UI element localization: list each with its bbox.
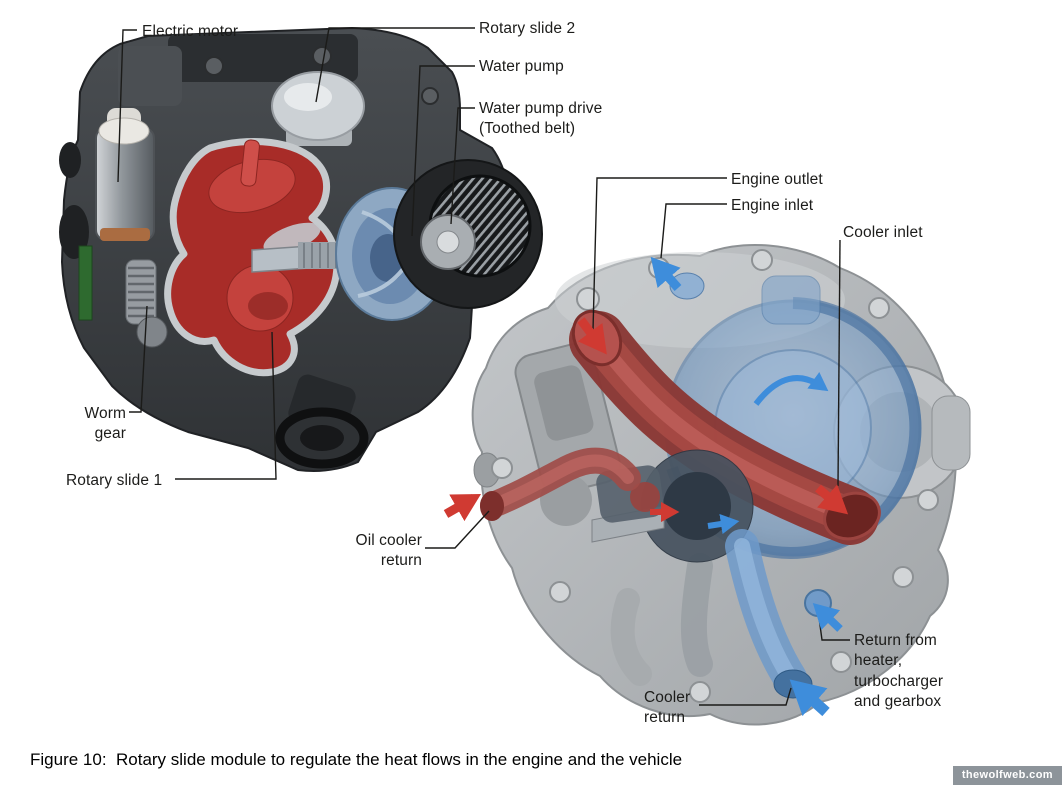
label-oil-cooler-return: Oil cooler return xyxy=(355,532,422,570)
label-rotary-slide-1: Rotary slide 1 xyxy=(66,472,163,489)
label-water-pump-drive: Water pump drive (Toothed belt) xyxy=(479,100,603,138)
leader-water-pump xyxy=(411,65,475,237)
leader-lines xyxy=(117,27,850,706)
leader-engine-inlet xyxy=(660,203,727,259)
drive-gear xyxy=(136,316,168,348)
hot-pipe-highlight xyxy=(591,333,857,523)
volute-top-stub xyxy=(761,275,821,325)
bolt-icon xyxy=(421,87,439,105)
leader-cooler-inlet xyxy=(837,239,841,487)
label-worm-gear: Worm gear xyxy=(84,405,126,443)
thermal-module-flow-view xyxy=(471,243,971,726)
cold-flow-arrow-internal xyxy=(707,513,740,535)
leader-cooler-return xyxy=(699,687,792,706)
leader-engine-outlet xyxy=(592,177,727,331)
label-engine-outlet: Engine outlet xyxy=(731,171,823,188)
flow-arrows xyxy=(443,256,849,717)
pump-stub xyxy=(931,395,971,471)
figure-caption: Figure 10: Rotary slide module to regula… xyxy=(30,750,683,769)
leader-oil-cooler-return xyxy=(425,510,490,549)
cold-flow-arrow-cooler-return xyxy=(789,679,830,717)
worm-gear-threads xyxy=(128,266,154,318)
leader-rotary-slide-1 xyxy=(175,331,277,480)
label-rotary-slide-2: Rotary slide 2 xyxy=(479,20,576,37)
hot-flow-arrow-engine-outlet xyxy=(577,317,607,355)
leader-rotary-slide-2 xyxy=(315,27,475,103)
circuit-board xyxy=(78,245,93,321)
motor-cap xyxy=(98,117,150,145)
label-cooler-return: Cooler return xyxy=(644,689,691,727)
watermark: thewolfweb.com xyxy=(952,766,1062,785)
gray-hose xyxy=(610,588,652,686)
label-return-heater: Return from heater, turbocharger and gea… xyxy=(854,632,944,711)
gray-hose xyxy=(680,553,713,677)
hot-flow-arrow-oil-cooler-return xyxy=(443,493,482,522)
bolt-icon xyxy=(312,46,332,66)
label-engine-inlet: Engine inlet xyxy=(731,197,814,214)
hot-flow-arrow-cooler-inlet xyxy=(815,484,849,515)
cold-flow-arrow-heater-return xyxy=(812,603,843,632)
label-electric-motor: Electric motor xyxy=(142,23,239,40)
leader-electric-motor xyxy=(117,29,137,183)
dome-highlight xyxy=(284,83,332,111)
bolt-icon xyxy=(204,56,224,76)
cold-flow-arrow-engine-inlet xyxy=(650,256,682,291)
housing-top-left-panel xyxy=(118,46,182,106)
hot-pin xyxy=(240,139,260,187)
hot-shadow xyxy=(248,292,288,320)
label-cooler-inlet: Cooler inlet xyxy=(843,224,923,241)
cold-flow-arrow-volute xyxy=(753,372,829,406)
electric-motor-part xyxy=(95,127,155,241)
rotary-module-cutaway xyxy=(59,26,543,472)
cold-pipe-highlight xyxy=(734,538,798,686)
center-pump-core xyxy=(663,472,731,540)
leader-worm-gear xyxy=(129,305,148,413)
hot-connector xyxy=(630,482,660,512)
label-water-pump: Water pump xyxy=(479,58,564,75)
motor-winding xyxy=(100,228,150,241)
hot-elbow-highlight xyxy=(487,454,634,511)
silver-insert xyxy=(263,222,321,254)
pulley-hub-center xyxy=(436,230,460,254)
leader-water-pump-drive xyxy=(450,107,475,225)
hose-opening xyxy=(300,425,344,451)
side-port xyxy=(59,142,81,178)
